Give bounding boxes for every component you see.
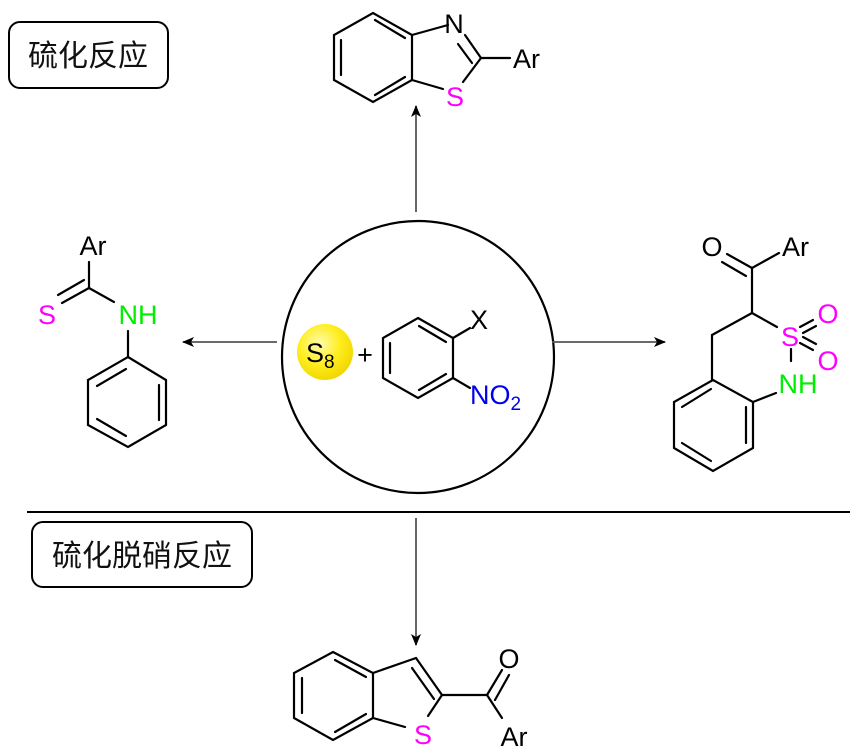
plus-sign: + xyxy=(357,340,373,370)
label-sulfuration-text: 硫化反应 xyxy=(28,39,148,74)
atom-o-carbonyl: O xyxy=(701,232,722,262)
atom-s: S xyxy=(38,300,56,330)
atom-ar: Ar xyxy=(501,722,528,752)
label-sulfuration-denitration: 硫化脱硝反应 xyxy=(31,521,253,588)
product-thioamide: Ar S NH xyxy=(38,231,168,449)
atom-o-sulfonyl-1: O xyxy=(817,299,838,329)
atom-ar: Ar xyxy=(513,44,540,74)
atom-n: N xyxy=(444,9,464,39)
reactant-s8: S8 xyxy=(297,324,353,380)
label-sulfuration-denitration-text: 硫化脱硝反应 xyxy=(52,539,232,574)
atom-s: S xyxy=(446,82,464,112)
reactant-nitroarene: X NO2 xyxy=(381,305,521,415)
atom-o-sulfonyl-2: O xyxy=(817,346,838,376)
label-sulfuration: 硫化反应 xyxy=(8,21,169,89)
atom-nh: NH xyxy=(779,369,818,399)
atom-o: O xyxy=(498,644,519,674)
atom-ar: Ar xyxy=(782,232,809,262)
atom-ar: Ar xyxy=(80,231,107,261)
product-benzothiophene-ketone: S O Ar xyxy=(292,644,528,752)
s8-symbol: S8 xyxy=(306,338,335,373)
product-sultam: O Ar S O O NH xyxy=(672,232,839,473)
nitro-group: NO2 xyxy=(470,380,521,415)
nitroarene-ring xyxy=(381,316,455,400)
product-benzothiazole: N S Ar xyxy=(332,9,540,112)
atom-nh: NH xyxy=(119,300,158,330)
atom-s: S xyxy=(781,322,799,352)
reactant-circle xyxy=(280,219,556,495)
s8-highlight xyxy=(297,324,353,380)
substituent-x: X xyxy=(470,305,488,335)
atom-s: S xyxy=(414,720,432,750)
